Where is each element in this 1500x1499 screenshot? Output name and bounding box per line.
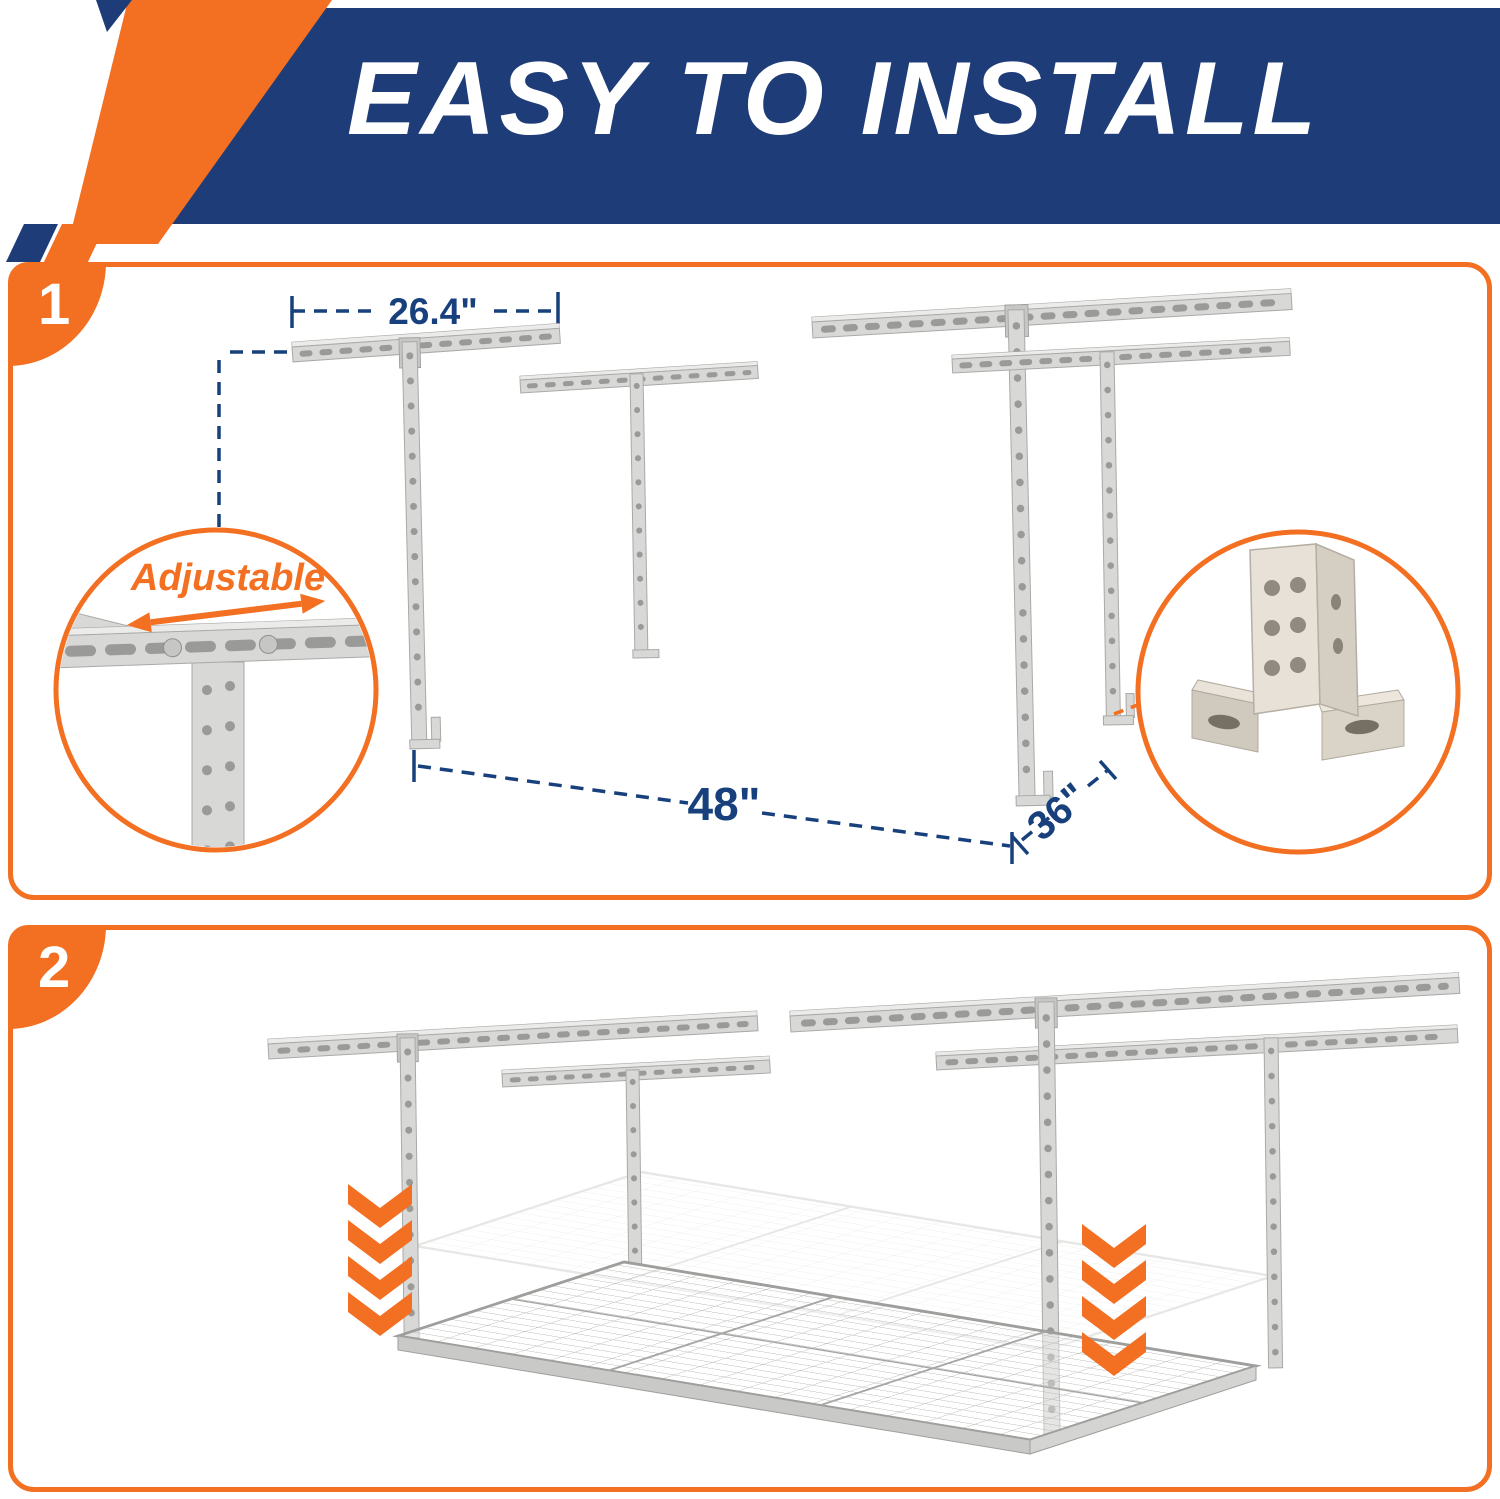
page-title: EASY TO INSTALL: [347, 41, 1320, 157]
banner-accent-navy-small: [6, 224, 58, 262]
banner-accent-navy-top: [96, 0, 132, 32]
banner-orange-band: [68, 0, 332, 244]
banner-background: [6, 0, 1500, 266]
banner-navy-band: [90, 8, 1500, 224]
step1-panel: 1: [8, 262, 1492, 900]
step2-panel: 2: [8, 925, 1492, 1492]
step2-number-badge: 2: [8, 925, 106, 1029]
step1-number-badge: 1: [8, 262, 106, 366]
